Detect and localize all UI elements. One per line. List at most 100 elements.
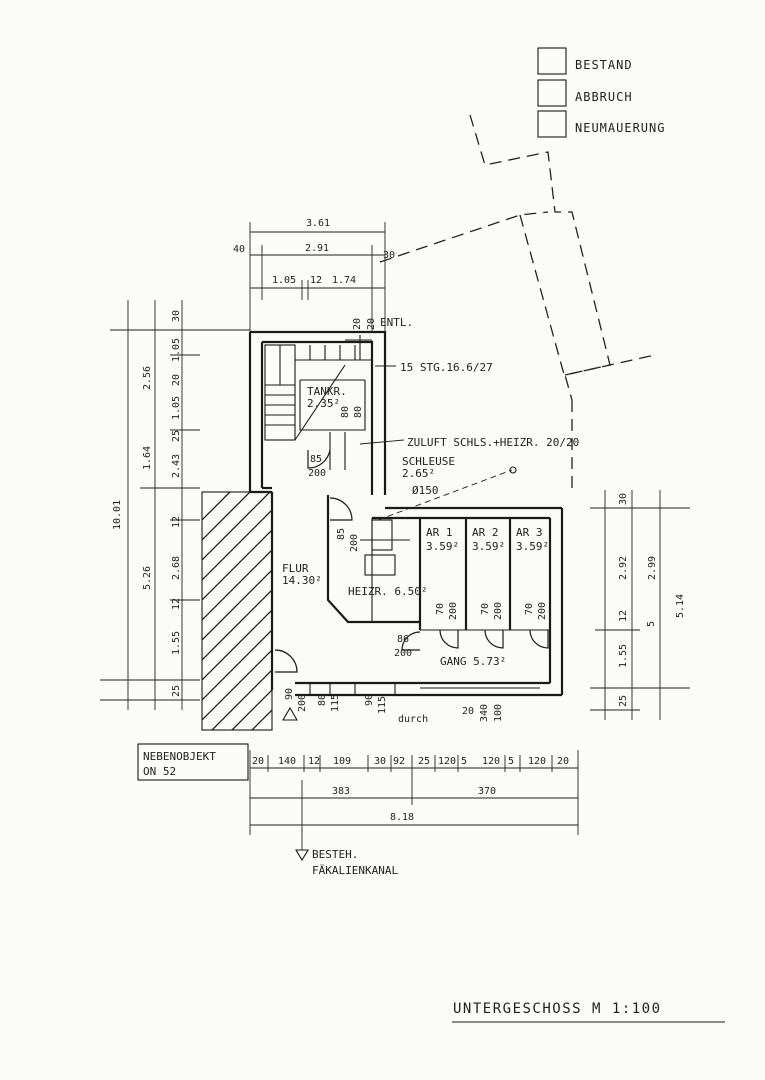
legend-box-neumauerung [537, 110, 567, 138]
nebenobjekt-line-2: ON 52 [143, 765, 176, 778]
door-label-86: 86 [397, 634, 409, 645]
legend-label-abbruch: ABBRUCH [575, 90, 633, 104]
room-schleuse-area: 2.65² [402, 467, 435, 480]
dim-top-c: 1.74 [332, 275, 356, 286]
bottom-label-340: 340 [479, 704, 490, 722]
dim-left-20: 20 [171, 374, 182, 386]
room-ar3-name: AR 3 [516, 526, 543, 539]
door-entrance [274, 649, 298, 673]
dim-top-left: 40 [233, 244, 245, 255]
pencil-note-2: durch [398, 714, 428, 725]
legend-box-abbruch [537, 79, 567, 107]
right-dimensions: 30 2.92 2.99 12 5 5.14 1.55 25 [590, 490, 690, 720]
door-label-70c: 70 [524, 603, 535, 615]
door-ar2 [484, 629, 504, 649]
room-ar3-area: 3.59² [516, 540, 549, 553]
dim-bottom-383: 383 [332, 786, 350, 797]
nebenobjekt-label: NEBENOBJEKT ON 52 [137, 743, 249, 781]
room-gang: GANG 5.73² [440, 655, 506, 668]
dim-bottom-20b: 20 [557, 756, 569, 767]
top-dimensions: 3.61 40 2.91 30 1.05 12 1.74 [233, 218, 395, 332]
door-label-200b: 200 [349, 534, 360, 552]
bottom-label-80: 80 [317, 694, 328, 706]
nebenobjekt-line-1: NEBENOBJEKT [143, 750, 216, 763]
dim-top-inner: 2.91 [305, 243, 329, 254]
door-ar1 [439, 629, 459, 649]
door-label-85b: 85 [336, 528, 347, 540]
label-entl: ENTL. [380, 316, 413, 329]
sewer-note: BESTEH. FÄKALIENKANAL [295, 780, 398, 877]
legend-label-bestand: BESTAND [575, 58, 633, 72]
legend-label-neumauerung: NEUMAUERUNG [575, 121, 665, 135]
dim-bottom-109: 109 [333, 756, 351, 767]
bottom-label-115a: 115 [330, 694, 341, 712]
bottom-label-90b: 90 [364, 694, 375, 706]
door-label-70b: 70 [480, 603, 491, 615]
dim-left-2-56: 2.56 [142, 366, 153, 390]
door-label-200c: 200 [394, 648, 412, 659]
dim-right-12: 12 [618, 610, 629, 622]
dim-left-5-26: 5.26 [142, 566, 153, 590]
door-label-80a: 80 [340, 406, 351, 418]
dim-bottom-12: 12 [308, 756, 320, 767]
dim-right-5-14: 5.14 [675, 594, 686, 618]
dim-right-1-55: 1.55 [618, 644, 629, 668]
bottom-label-200: 200 [297, 694, 308, 712]
dim-left-2-68: 2.68 [171, 556, 182, 580]
dim-bottom-5a: 5 [461, 756, 467, 767]
dim-left-25a: 25 [171, 430, 182, 442]
dim-bottom-30: 30 [374, 756, 386, 767]
sewer-line-1: BESTEH. [312, 848, 358, 861]
door-label-80b: 80 [353, 406, 364, 418]
dim-left-1-55: 1.55 [171, 631, 182, 655]
dim-right-25: 25 [618, 695, 629, 707]
door-schleuse [307, 449, 331, 469]
pencil-note-1: 20 [462, 706, 474, 717]
room-flur-area: 14.30² [282, 574, 322, 587]
bottom-label-115b: 115 [377, 696, 388, 714]
adjacent-building-outline [379, 114, 656, 490]
stair-treads [264, 344, 372, 441]
door-label-85a: 85 [310, 454, 322, 465]
dim-top-b: 12 [310, 275, 322, 286]
bottom-label-100: 100 [493, 704, 504, 722]
entl-size: 20 [352, 318, 363, 330]
room-flur-name: FLUR [282, 562, 309, 575]
sewer-arrow-icon [295, 849, 309, 862]
dim-left-1-64: 1.64 [142, 446, 153, 470]
door-label-200d: 200 [448, 602, 459, 620]
drawing-title: UNTERGESCHOSS M 1:100 [452, 1001, 725, 1023]
room-ar2-name: AR 2 [472, 526, 499, 539]
dim-bottom-120c: 120 [528, 756, 546, 767]
door-swings [274, 449, 549, 673]
dim-right-2-92: 2.92 [618, 556, 629, 580]
door-gang [401, 631, 421, 651]
entl-size-2: 20 [366, 318, 377, 330]
boiler-symbol [364, 554, 396, 576]
dim-bottom-140: 140 [278, 756, 296, 767]
dim-left-total: 10.01 [112, 500, 123, 530]
dim-right-5: 5 [646, 621, 657, 627]
entrance-arrow [282, 706, 298, 721]
dim-bottom-5b: 5 [508, 756, 514, 767]
label-zuluft: ZULUFT SCHLS.+HEIZR. 20/20 [407, 436, 579, 449]
dim-left-30: 30 [171, 310, 182, 322]
dim-top-total: 3.61 [306, 218, 330, 229]
dim-left-2-43: 2.43 [171, 454, 182, 478]
nebenobjekt-hatching [201, 491, 273, 731]
door-heizraum [329, 497, 353, 521]
dim-right-30: 30 [618, 493, 629, 505]
dim-left-12a: 12 [171, 516, 182, 528]
label-stairs: 15 STG.16.6/27 [400, 361, 493, 374]
dim-left-25b: 25 [171, 685, 182, 697]
door-label-200e: 200 [493, 602, 504, 620]
bottom-label-90a: 90 [284, 688, 295, 700]
dim-bottom-370: 370 [478, 786, 496, 797]
door-label-200f: 200 [537, 602, 548, 620]
room-ar1-name: AR 1 [426, 526, 453, 539]
dim-left-1-05a: 1.05 [171, 338, 182, 362]
dim-bottom-25: 25 [418, 756, 430, 767]
door-label-200a: 200 [308, 468, 326, 479]
dim-bottom-20a: 20 [252, 756, 264, 767]
door-dimension-labels: 85 200 80 80 85 200 86 200 70 200 70 200… [284, 406, 548, 722]
